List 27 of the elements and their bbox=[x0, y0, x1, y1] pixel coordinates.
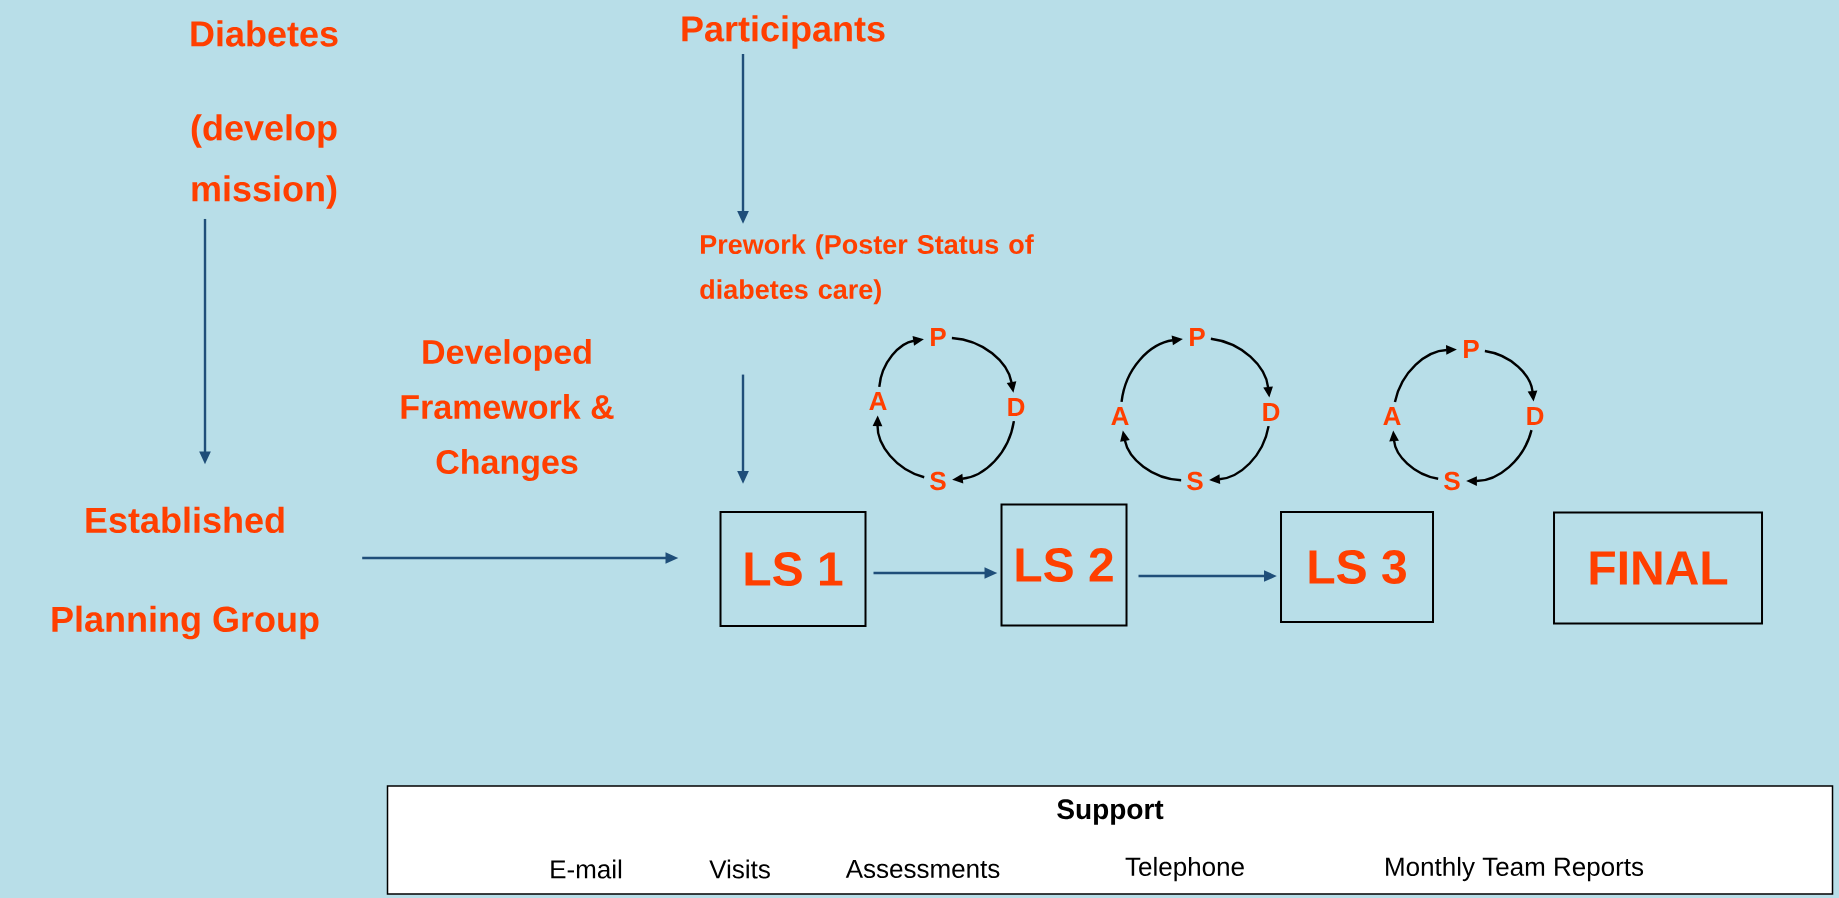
cycle-letter: D bbox=[1527, 407, 1544, 425]
support-heading: Support bbox=[1057, 799, 1164, 825]
support-item: Visits bbox=[709, 859, 770, 879]
cycle-letter: A bbox=[1111, 407, 1129, 425]
note-text: Prework (Poster Status of diabetes care) bbox=[700, 234, 1034, 305]
cycle-letter: P bbox=[1464, 340, 1479, 358]
cycle-letter: A bbox=[1383, 407, 1401, 425]
edge-label: Developed Framework & Changes bbox=[401, 339, 614, 481]
support-item: Monthly Team Reports bbox=[1386, 856, 1644, 882]
stage-box: LS 1 bbox=[719, 511, 867, 627]
stage-box: LS 3 bbox=[1280, 511, 1434, 623]
cycle-letter: A bbox=[869, 392, 887, 410]
cycle-letter: S bbox=[930, 471, 946, 491]
support-item: Telephone bbox=[1125, 856, 1244, 882]
cycle-letter: D bbox=[1263, 403, 1280, 421]
cycle-letter: P bbox=[1190, 328, 1205, 346]
heading-text: Participants bbox=[682, 15, 885, 49]
cycle-letter: S bbox=[1444, 471, 1460, 491]
cycle-letter: D bbox=[1008, 398, 1025, 416]
stage-box: LS 2 bbox=[1000, 503, 1128, 627]
stage-box: FINAL bbox=[1553, 511, 1763, 625]
support-item: E-mail bbox=[551, 859, 622, 879]
heading-text: Established Planning Group bbox=[52, 506, 319, 640]
cycle-letter: P bbox=[931, 328, 946, 346]
support-item: Assessments bbox=[845, 859, 1000, 879]
heading-text: Diabetes (develop mission) bbox=[191, 20, 338, 209]
cycle-letter: S bbox=[1187, 471, 1203, 491]
